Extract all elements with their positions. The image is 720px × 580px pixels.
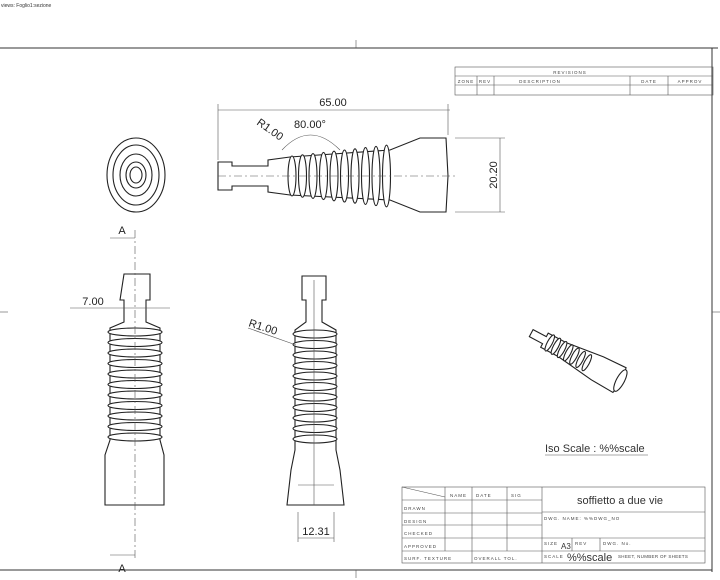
tb-overall-tol: OVERALL TOL. [474, 556, 518, 561]
tb-col-sig: SIG [511, 493, 522, 498]
bellows-rib [292, 371, 338, 381]
tb-row-checked: CHECKED [404, 531, 433, 536]
tb-row-surf-texture: SURF. TEXTURE [404, 556, 452, 561]
section-view: 12.31 R1.00 [247, 275, 345, 542]
revisions-table: REVISIONS ZONE REV DESCRIPTION DATE APPR… [454, 66, 714, 96]
size-value: A3 [561, 542, 571, 551]
rev-col-description: DESCRIPTION [519, 79, 561, 84]
dwg-no-label: DWG. No. [603, 541, 632, 546]
section-label-bottom: A [118, 563, 126, 575]
tb-col-name: NAME [450, 493, 467, 498]
bellows-rib [569, 347, 580, 365]
bellows-rib [575, 350, 586, 368]
title-block: NAME DATE SIG DRAWN DESIGN CHECKED APPRO… [401, 486, 706, 564]
revisions-title: REVISIONS [553, 70, 587, 75]
side-view: 65.00 80.00° R1.00 20.20 [217, 97, 505, 213]
dwg-name: DWG. NAME: %%DWG_NO [544, 516, 620, 521]
tb-col-date: DATE [476, 493, 492, 498]
bellows-rib [544, 334, 556, 352]
end-view [106, 137, 166, 213]
tb-row-design: DESIGN [404, 519, 427, 524]
dim-base: 12.31 [302, 526, 330, 538]
bellows-rib [292, 339, 338, 350]
dim-height: 20.20 [488, 161, 500, 189]
section-label-top: A [118, 225, 126, 237]
dim-angle: 80.00° [294, 119, 326, 131]
bellows-rib [292, 329, 338, 339]
scale-value: %%scale [567, 552, 612, 564]
bellows-rib [556, 340, 568, 359]
size-label: SIZE [544, 541, 558, 546]
bellows-rib [292, 423, 338, 434]
iso-view [528, 328, 628, 394]
dim-neck: 7.00 [82, 296, 103, 308]
dim-length: 65.00 [319, 97, 347, 109]
iso-scale-label: Iso Scale : %%scale [545, 443, 645, 455]
bellows-rib [292, 360, 338, 371]
rev-col-date: DATE [641, 79, 657, 84]
bellows-rib [292, 392, 338, 402]
bellows-rib [292, 350, 338, 360]
front-view: A A 7.00 [70, 225, 170, 575]
rev-col-rev: REV [479, 79, 491, 84]
dim-radius-top: R1.00 [254, 117, 285, 144]
bellows-rib [562, 344, 574, 362]
header-text: views: Foglio1:sezione [1, 3, 52, 9]
bellows-rib [292, 434, 338, 444]
tb-row-drawn: DRAWN [404, 506, 426, 511]
bellows-rib [581, 354, 593, 372]
bellows-rib [550, 337, 562, 355]
bellows-rib [292, 381, 338, 392]
dim-radius-section: R1.00 [247, 317, 279, 337]
bellows-rib [292, 402, 338, 413]
tb-row-approved: APPROVED [404, 544, 437, 549]
rev-col-approv: APPROV [678, 79, 703, 84]
bellows-rib [292, 413, 338, 423]
drawing-title: soffietto a due vie [577, 495, 663, 507]
rev-label: REV [575, 541, 587, 546]
drawing-frame [0, 40, 720, 578]
rev-col-zone: ZONE [458, 79, 475, 84]
scale-label: SCALE [544, 554, 564, 559]
sheet-label: SHEET, NUMBER OF SHEETS [618, 554, 688, 559]
